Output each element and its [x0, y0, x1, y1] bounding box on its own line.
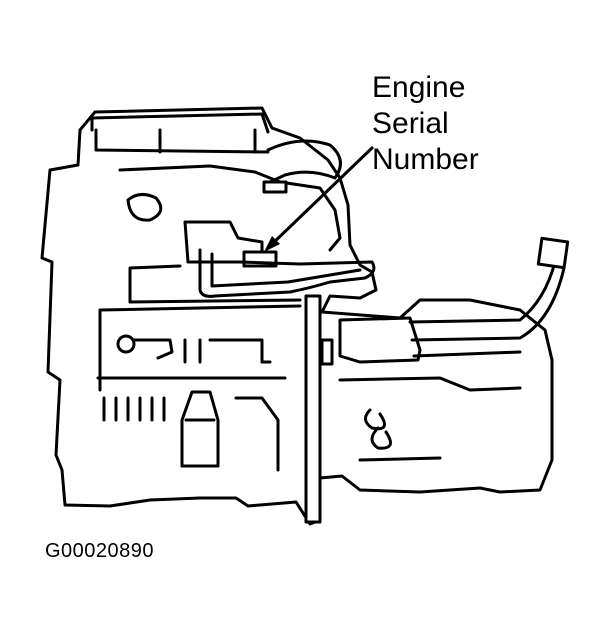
sensor-block	[262, 180, 288, 194]
bracket-right	[234, 396, 280, 472]
wiring-harness	[408, 260, 566, 358]
fitting-circle	[116, 334, 136, 354]
leader-arrowhead	[264, 236, 280, 252]
callout-line-3: Number	[372, 143, 479, 176]
pad-bracket	[183, 220, 264, 264]
ignition-coil	[180, 390, 220, 468]
figure-id: G00020890	[45, 540, 155, 562]
block-rail	[128, 264, 302, 304]
spring-detail	[364, 408, 392, 450]
upper-pipe	[266, 139, 342, 184]
valve-cover	[90, 112, 270, 154]
plate-clip	[320, 338, 334, 366]
fuel-pipe-inner	[210, 252, 362, 288]
callout-line-1: Engine	[372, 71, 466, 104]
fitting-line	[132, 338, 272, 364]
engine-block-outline	[40, 106, 554, 526]
leader-arrow	[268, 146, 374, 248]
valve-cover-ribs	[158, 128, 257, 154]
transmission-lower	[338, 376, 522, 462]
callout-line-2: Serial	[372, 107, 449, 140]
transmission-outline	[338, 316, 422, 364]
fuel-pipe	[198, 248, 376, 298]
connector	[536, 236, 570, 270]
plug-tubes	[102, 396, 166, 422]
intake-manifold	[118, 164, 342, 252]
lower-rail	[96, 304, 302, 392]
engine-serial-number-label: Engine Serial Number	[372, 70, 512, 178]
flywheel-plate	[304, 294, 322, 524]
